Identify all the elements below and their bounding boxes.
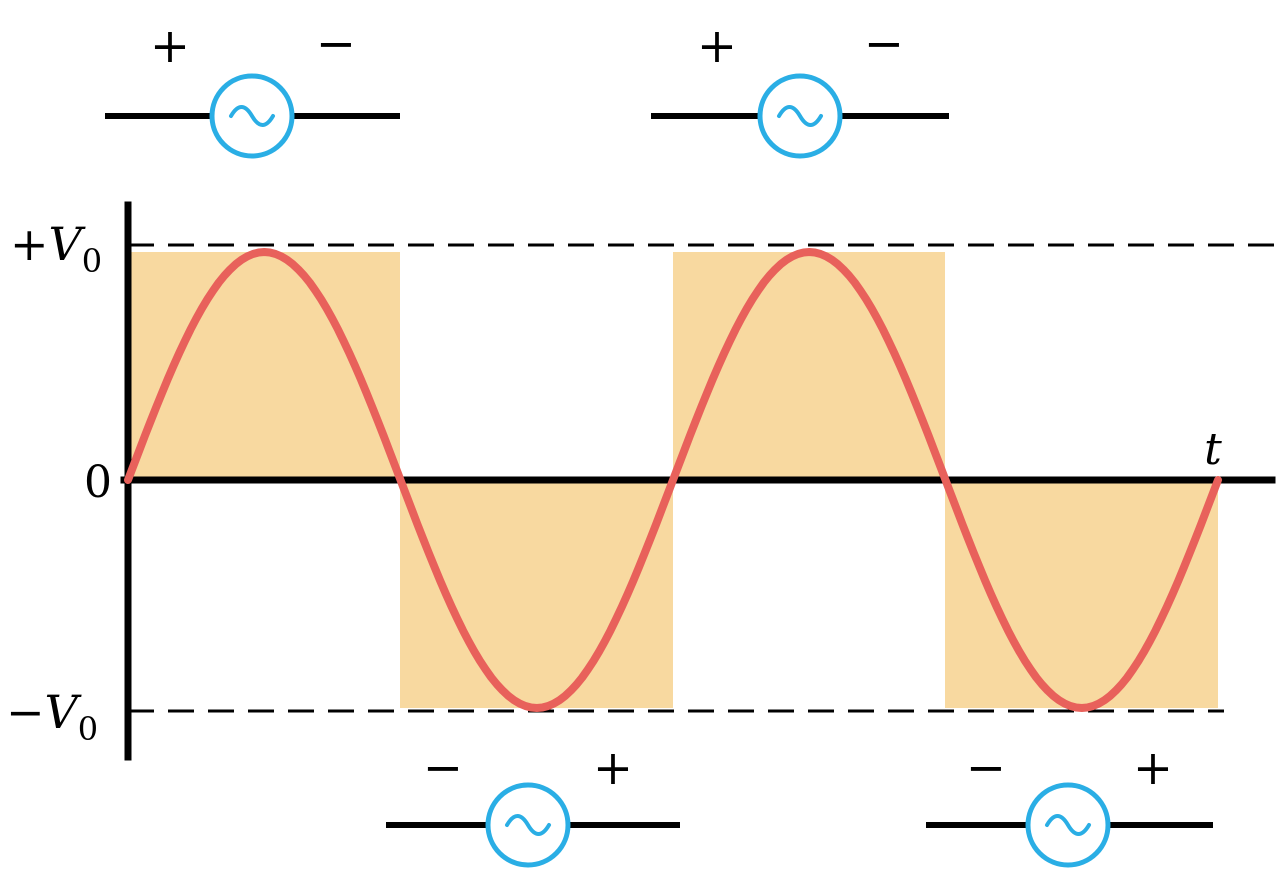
polarity-minus: −	[864, 16, 904, 72]
sine-symbol-icon	[229, 105, 275, 127]
shade-negative-2	[945, 480, 1218, 708]
shade-negative-1	[400, 480, 673, 708]
polarity-plus: +	[593, 740, 633, 796]
label-minus-v0-main: −V	[6, 685, 83, 739]
label-plus-v0-sub: 0	[82, 242, 102, 280]
sine-symbol-icon	[777, 105, 823, 127]
sine-wave	[124, 248, 1222, 712]
sine-symbol-icon	[1045, 814, 1091, 836]
label-minus-v0: −V0	[6, 685, 98, 748]
polarity-minus: −	[316, 16, 356, 72]
sine-symbol-icon	[505, 814, 551, 836]
polarity-minus: −	[966, 740, 1006, 796]
polarity-plus: +	[697, 18, 737, 74]
polarity-plus: +	[1133, 740, 1173, 796]
ac-source-top-right: + −	[651, 16, 949, 159]
label-plus-v0: +V0	[10, 217, 102, 280]
ac-source-top-left: + −	[105, 16, 400, 159]
label-minus-v0-sub: 0	[78, 710, 98, 748]
label-time-axis: t	[1204, 424, 1222, 475]
label-origin: 0	[84, 457, 112, 508]
label-plus-v0-main: +V	[10, 217, 87, 271]
ac-source-bottom-right: − +	[926, 740, 1213, 868]
polarity-minus: −	[423, 740, 463, 796]
polarity-plus: +	[150, 18, 190, 74]
ac-source-bottom-left: − +	[386, 740, 680, 868]
